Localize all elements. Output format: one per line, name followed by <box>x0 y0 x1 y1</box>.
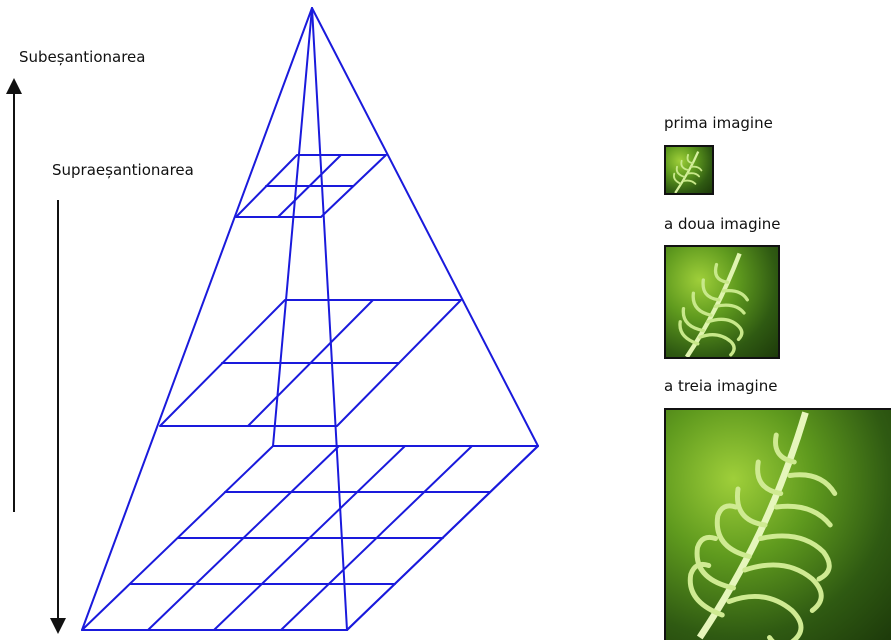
second-image <box>664 245 780 359</box>
third-image-label: a treia imagine <box>664 377 777 395</box>
second-image-label: a doua imagine <box>664 215 781 233</box>
level-2-grid <box>160 300 461 426</box>
downsample-label: Supraeșantionarea <box>52 161 194 179</box>
first-image <box>664 145 714 195</box>
level-3-grid <box>82 446 538 630</box>
pyramid-edge <box>82 8 312 630</box>
image-pyramid <box>82 8 538 630</box>
first-image-label: prima imagine <box>664 114 773 132</box>
third-image <box>664 408 891 640</box>
fern-icon <box>666 147 712 193</box>
fern-icon <box>666 410 891 640</box>
level-1-grid <box>236 155 386 217</box>
pyramid-edge <box>312 8 347 630</box>
upsample-label: Subeșantionarea <box>19 48 145 66</box>
pyramid-edge <box>312 8 538 446</box>
fern-icon <box>666 247 778 357</box>
